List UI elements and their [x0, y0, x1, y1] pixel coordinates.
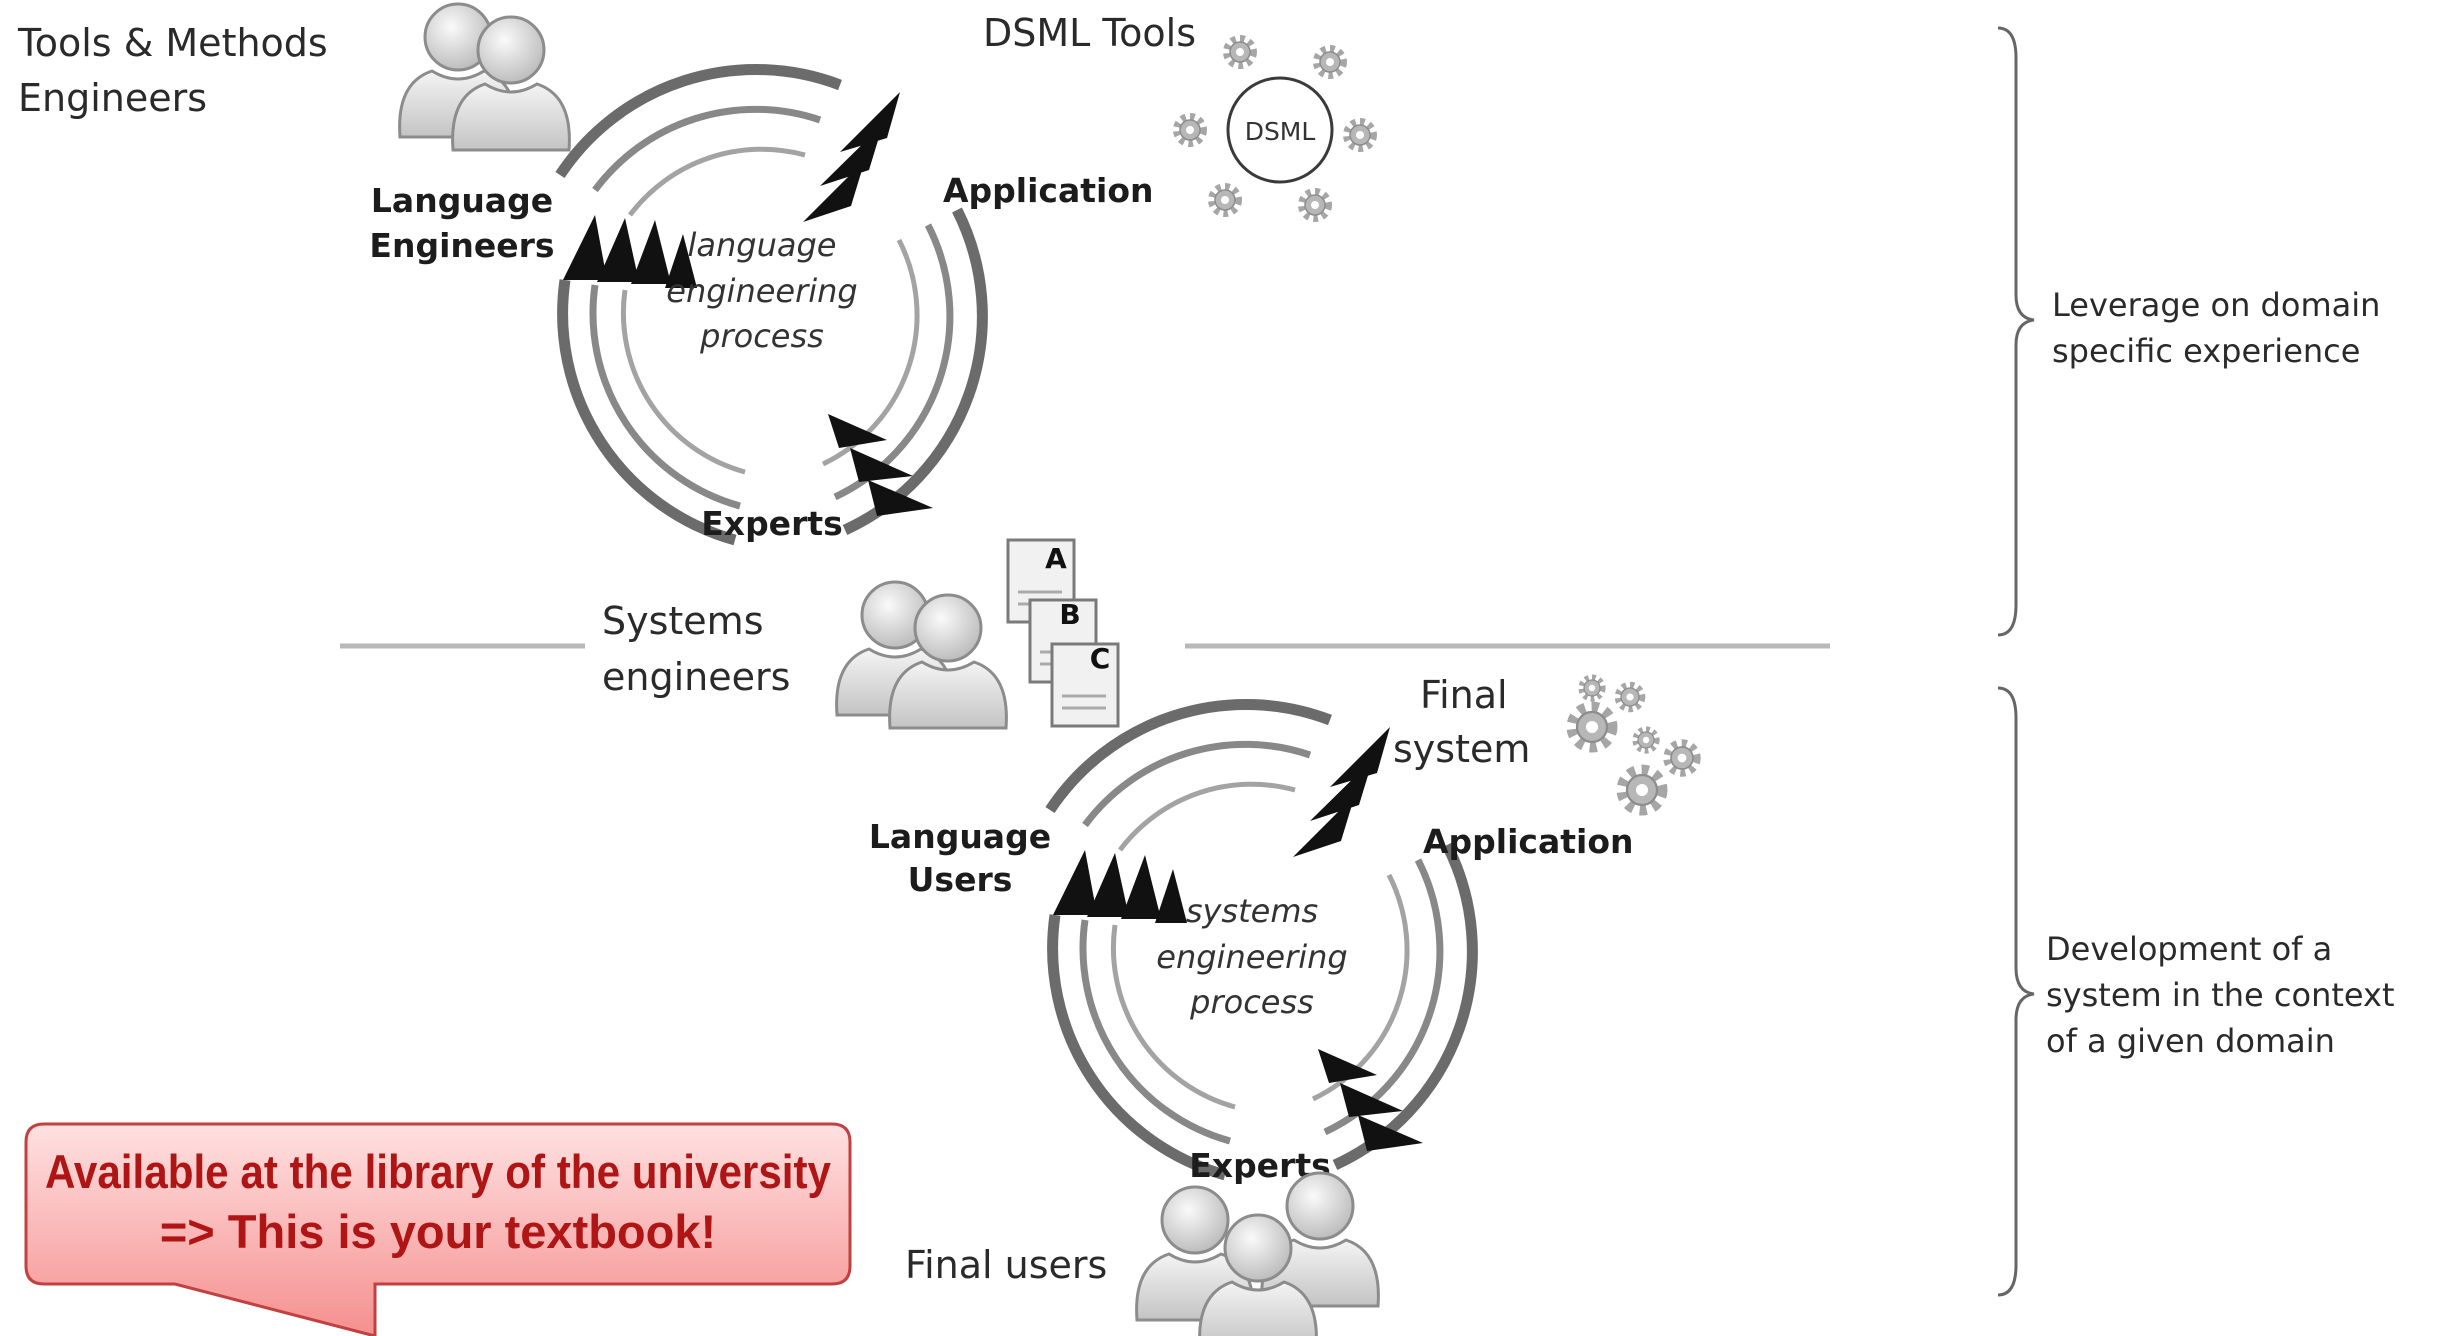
- people-icon: [400, 4, 570, 150]
- document-letter: C: [1090, 642, 1111, 675]
- callout-line-2: => This is your textbook!: [160, 1205, 716, 1258]
- dsml-tools-label: DSML Tools: [983, 11, 1196, 55]
- dsml-icon: DSML: [1226, 76, 1334, 184]
- gear-icon: [1177, 117, 1203, 143]
- gear-icon: [1582, 678, 1603, 699]
- process-label-2: engineering: [666, 272, 857, 310]
- language-engineers-node: Language: [371, 181, 553, 220]
- brace-bottom-label-2: system in the context: [2046, 976, 2395, 1014]
- gear-icon: [1623, 771, 1662, 810]
- systems-engineers-label-2: engineers: [602, 655, 790, 699]
- process-label-3: process: [699, 317, 824, 355]
- process-label-3: process: [1189, 983, 1314, 1021]
- gear-icon: [1212, 187, 1238, 213]
- final-system-label: Final: [1420, 673, 1508, 717]
- brace-top-label: Leverage on domain: [2052, 286, 2380, 324]
- experts-node: Experts: [701, 504, 843, 543]
- document-letter: A: [1045, 542, 1067, 575]
- brace-bottom: [1997, 686, 2035, 1297]
- process-label-2: engineering: [1156, 938, 1347, 976]
- application-node: Application: [943, 171, 1154, 210]
- document-letter: B: [1059, 598, 1080, 631]
- gear-icon: [1227, 39, 1253, 65]
- gear-icon: [1347, 122, 1373, 148]
- callout-bubble: Available at the library of the universi…: [24, 1122, 852, 1336]
- gear-icon: [1636, 730, 1657, 751]
- systems-engineers-label: Systems: [602, 599, 764, 643]
- callout-line-1: Available at the library of the universi…: [45, 1145, 831, 1198]
- gear-icon: [1618, 685, 1641, 708]
- final-system-label-2: system: [1393, 727, 1530, 771]
- people-icon: [1135, 1171, 1380, 1336]
- final-users-label: Final users: [905, 1243, 1107, 1287]
- language-users-node-2: Users: [908, 860, 1013, 899]
- process-label: language: [688, 226, 837, 264]
- brace-bottom-label: Development of a: [2046, 930, 2332, 968]
- gear-icon: [1302, 192, 1328, 218]
- brace-top-label-2: specific experience: [2052, 332, 2360, 370]
- brace-bottom-label-3: of a given domain: [2046, 1022, 2335, 1060]
- document-icon: C: [1050, 642, 1120, 728]
- gear-icon: [1573, 708, 1612, 747]
- gear-icon: [1668, 744, 1697, 773]
- language-engineers-node-2: Engineers: [369, 226, 554, 265]
- gear-icon: [1317, 49, 1343, 75]
- people-icon: [837, 582, 1007, 728]
- dsml-icon-text: DSML: [1245, 117, 1316, 146]
- process-label: systems: [1186, 892, 1318, 930]
- tools-methods-engineers-label: Tools & Methods: [17, 21, 328, 65]
- tools-methods-engineers-label-2: Engineers: [18, 76, 207, 120]
- language-users-node: Language: [869, 817, 1051, 856]
- brace-top: [1997, 26, 2035, 637]
- application-node: Application: [1423, 822, 1634, 861]
